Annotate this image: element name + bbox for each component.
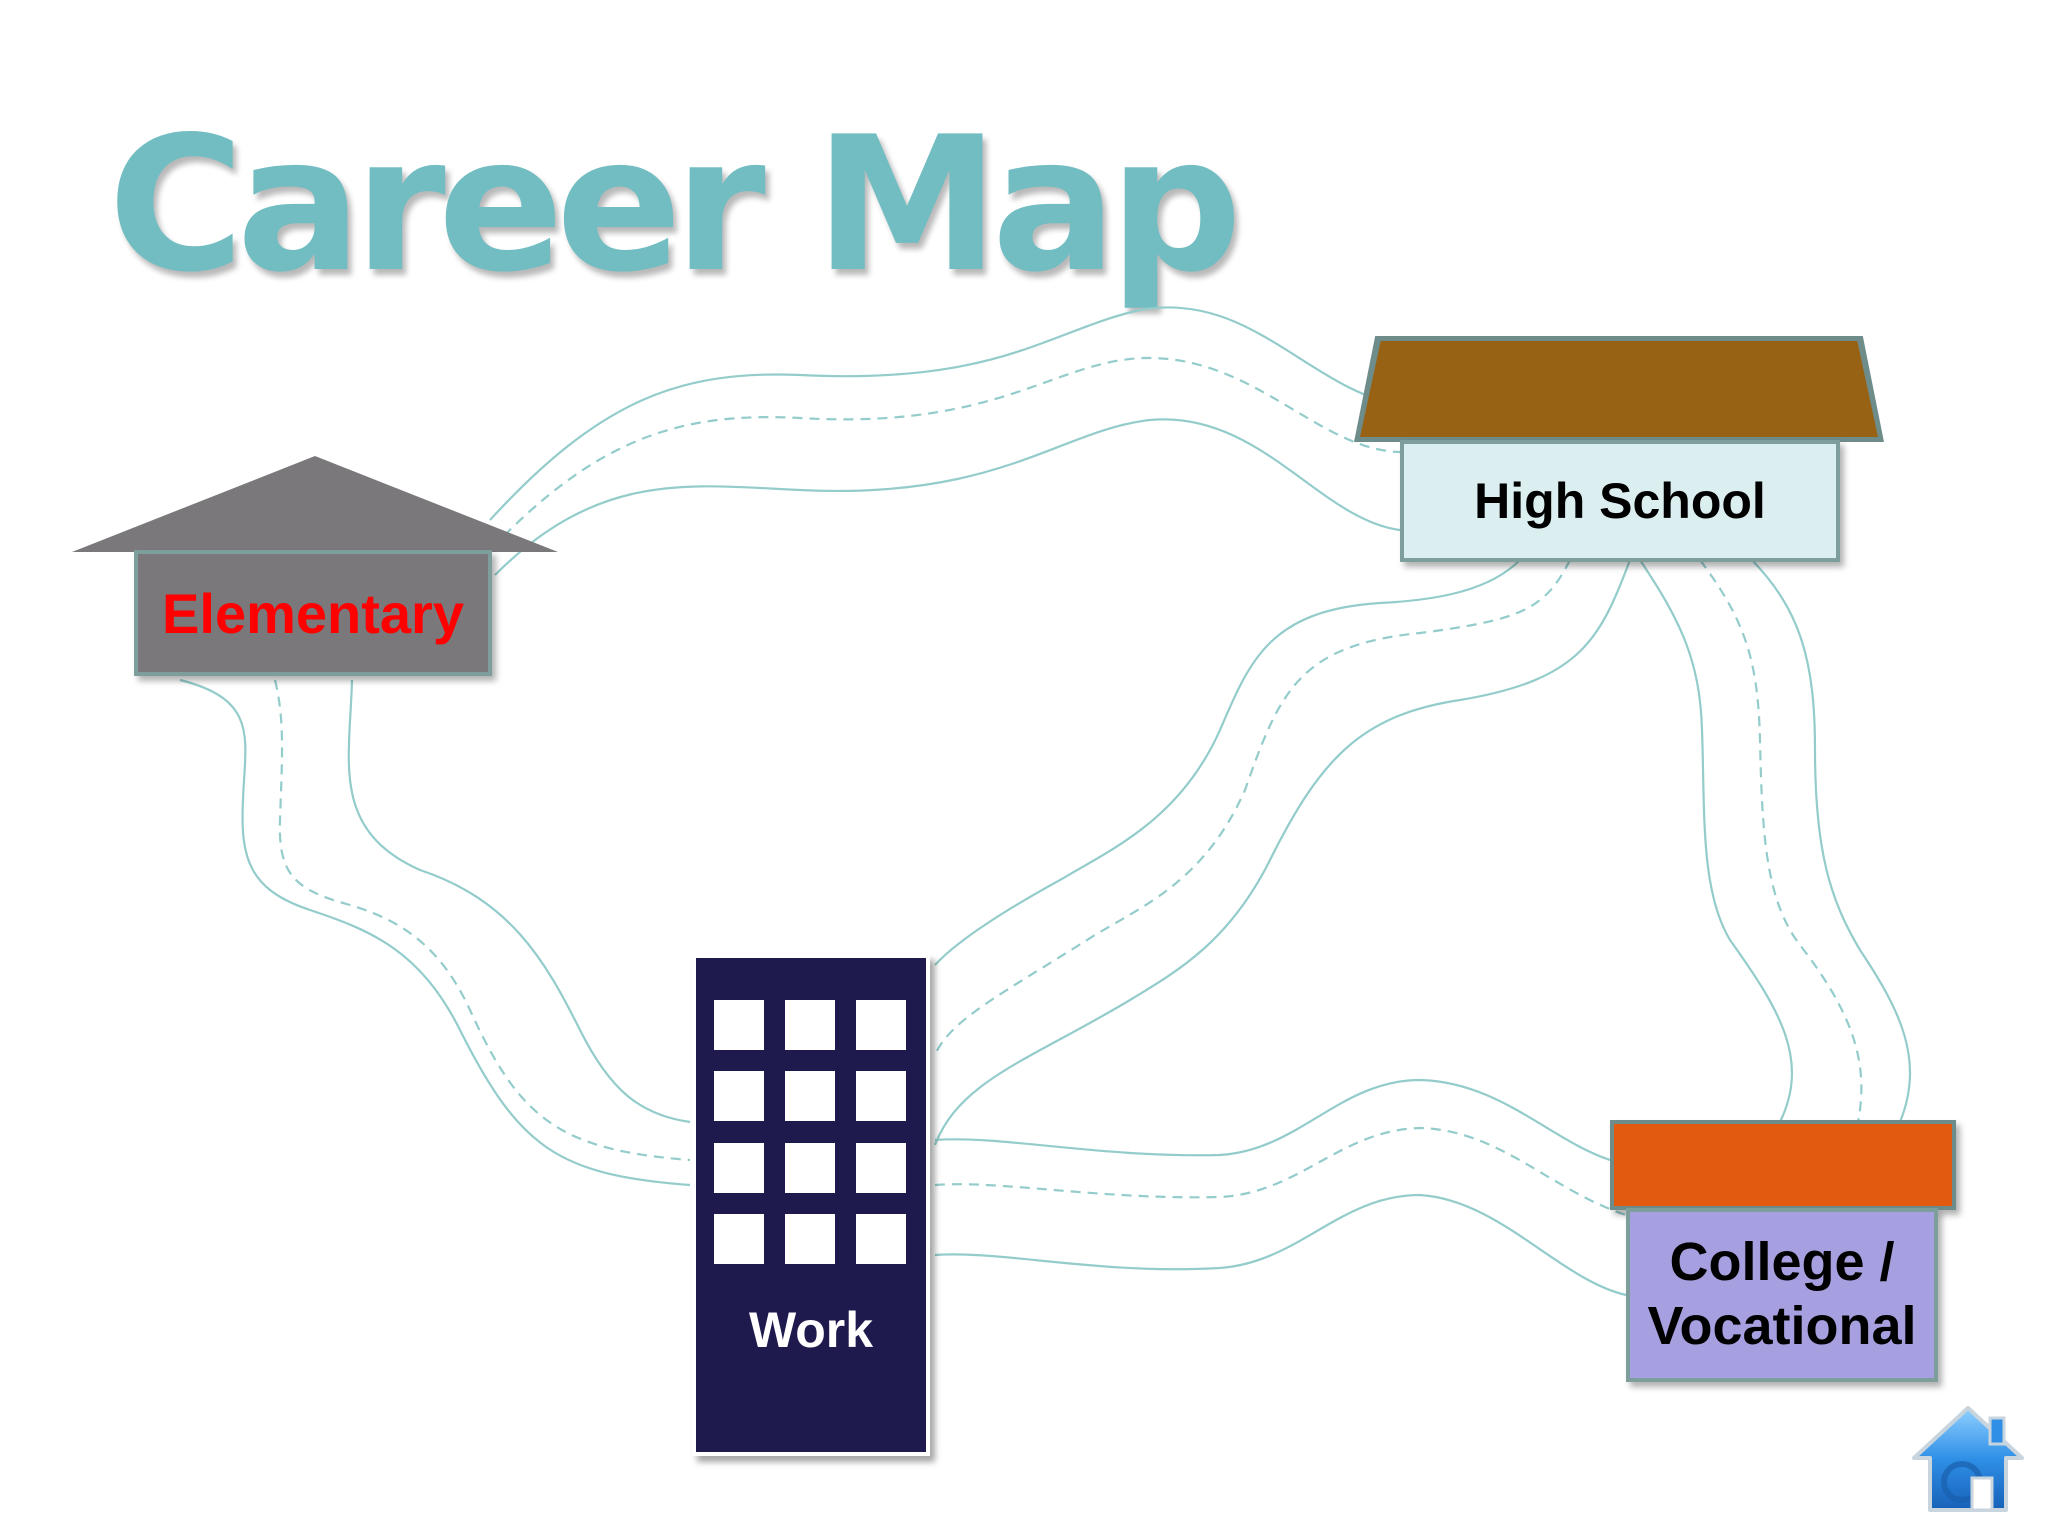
college-node	[1626, 1208, 1938, 1382]
work-window	[714, 1071, 764, 1121]
college-label-line1: College /	[1669, 1232, 1895, 1293]
elementary-label: Elementary	[162, 581, 464, 645]
work-window	[785, 1071, 835, 1121]
high-school-label: High School	[1474, 473, 1766, 529]
work-window	[785, 1214, 835, 1264]
work-window	[714, 1000, 764, 1050]
high-school-roof	[1360, 341, 1878, 437]
road-work-college	[934, 1078, 1627, 1297]
home-button[interactable]	[1906, 1400, 2030, 1516]
road-high-school-work	[933, 559, 1632, 1146]
college-roof	[1610, 1120, 1956, 1210]
page-title: Career Map	[108, 96, 1242, 313]
home-icon	[1912, 1406, 2024, 1512]
work-window	[785, 1000, 835, 1050]
work-label: Work	[748, 1302, 874, 1358]
road-elementary-work	[179, 678, 691, 1187]
college-label-line2: Vocational	[1647, 1296, 1917, 1356]
road-high-school-college	[1639, 559, 1912, 1123]
work-window	[714, 1143, 764, 1193]
road-elementary-high-school	[489, 306, 1401, 576]
work-window	[785, 1143, 835, 1193]
work-window	[856, 1143, 906, 1193]
elementary-node	[134, 550, 492, 676]
college-label: College / Vocational	[1626, 1208, 1938, 1382]
work-window	[856, 1214, 906, 1264]
work-window	[714, 1214, 764, 1264]
work-window	[856, 1000, 906, 1050]
high-school-node	[1400, 440, 1840, 562]
work-window	[856, 1071, 906, 1121]
